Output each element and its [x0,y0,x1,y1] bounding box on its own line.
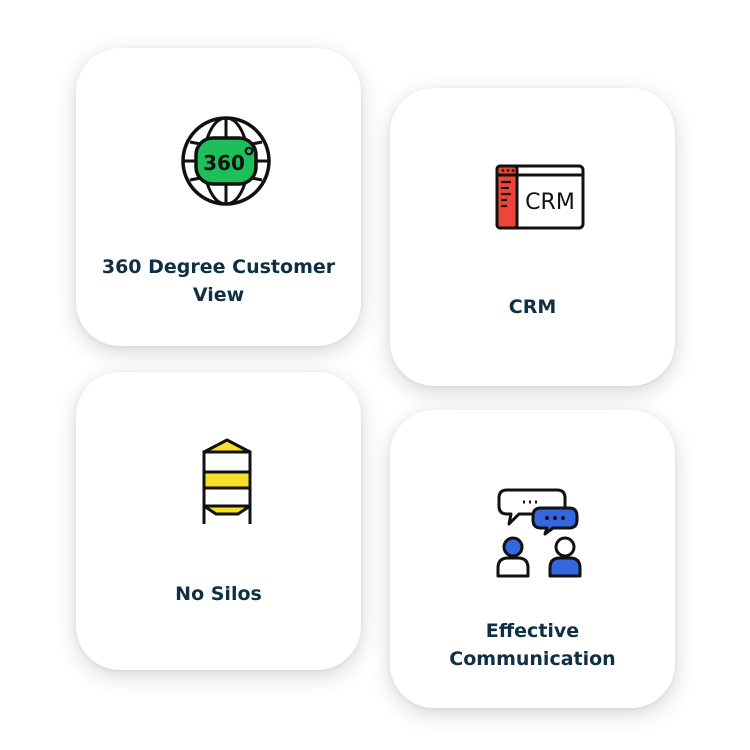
card-no-silos: No Silos [76,372,361,670]
card-title: CRM [508,296,557,318]
crm-window-icon: CRM [495,164,585,230]
card-360-customer-view: 360 360 Degree Customer View [76,48,361,346]
card-title: 360 Degree Customer View [101,256,336,306]
silo-icon [202,438,252,524]
card-title: Effective Communication [449,620,616,670]
card-title: No Silos [175,583,262,605]
globe-360-icon: 360 [181,116,271,206]
svg-text:360: 360 [203,151,245,175]
people-chat-icon [496,488,582,578]
svg-text:CRM: CRM [525,190,575,215]
card-effective-communication: Effective Communication [390,410,675,708]
card-crm: CRM CRM [390,88,675,386]
